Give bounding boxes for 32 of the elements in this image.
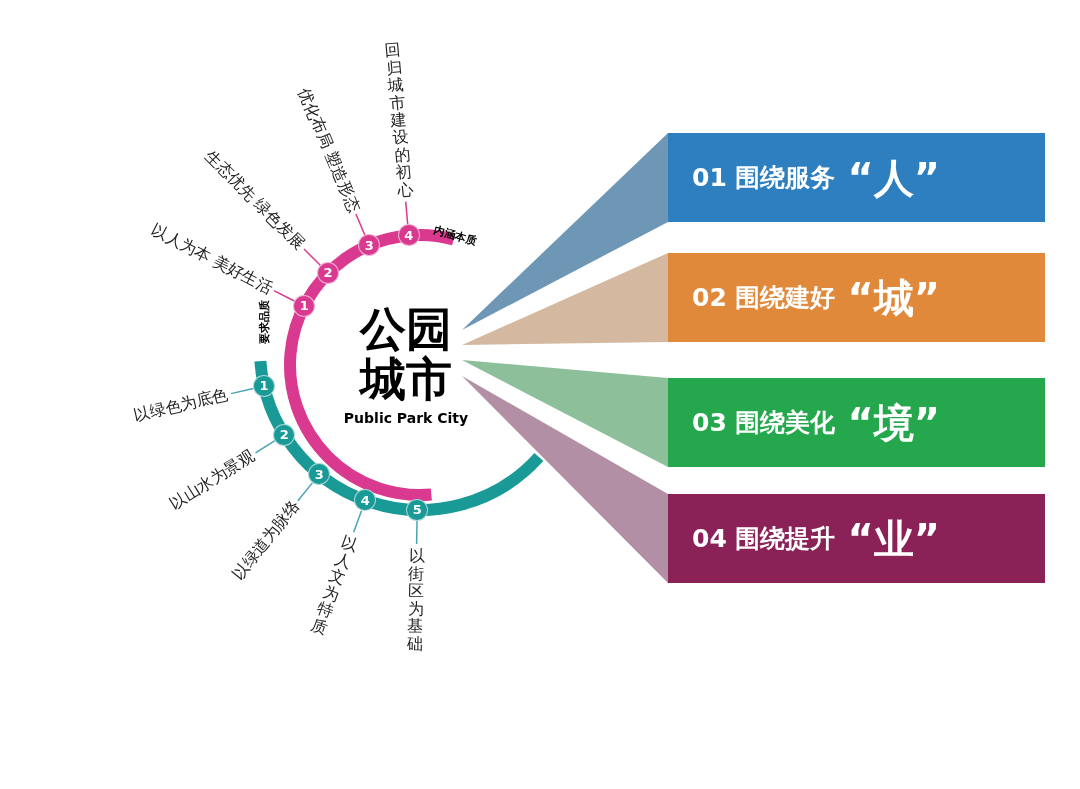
point-text: 回归城市建设的初心 xyxy=(383,40,414,200)
category-banner xyxy=(668,253,1045,342)
point-text: 以绿色为底色 xyxy=(132,385,230,425)
arc-label: 要求品质 xyxy=(256,300,272,344)
fan-connector xyxy=(462,253,668,345)
leader-line xyxy=(404,200,409,226)
banner-keyword: “境” xyxy=(847,398,941,448)
leader-line xyxy=(303,248,322,267)
category-banner xyxy=(668,133,1045,222)
subtitle: Public Park City xyxy=(343,409,469,429)
banner-text: 04 围绕提升 xyxy=(692,522,836,555)
fan-connector xyxy=(462,133,668,330)
leader-line xyxy=(297,482,314,502)
banner-keyword: “业” xyxy=(847,514,941,564)
category-banner xyxy=(668,494,1045,583)
leader-line xyxy=(230,387,255,395)
banner-keyword: “城” xyxy=(847,273,941,323)
point-text: 以人文为特质 xyxy=(308,532,361,638)
main-title: 公园城市 xyxy=(358,305,453,405)
category-banner xyxy=(668,378,1045,467)
banner-text: 02 围绕建好 xyxy=(692,281,836,314)
arc-label: 内涵本质 xyxy=(431,222,479,250)
banner-text: 01 围绕服务 xyxy=(692,161,836,194)
leader-line xyxy=(352,509,363,534)
fan-connector xyxy=(462,360,668,467)
banner-text: 03 围绕美化 xyxy=(692,406,836,439)
leader-line xyxy=(355,213,366,236)
point-text: 优化布局 塑造形态 xyxy=(294,85,363,215)
leader-line xyxy=(415,520,418,545)
fan-connector xyxy=(462,376,668,583)
point-text: 以街区为基础 xyxy=(406,547,425,653)
banner-keyword: “人” xyxy=(847,153,941,203)
